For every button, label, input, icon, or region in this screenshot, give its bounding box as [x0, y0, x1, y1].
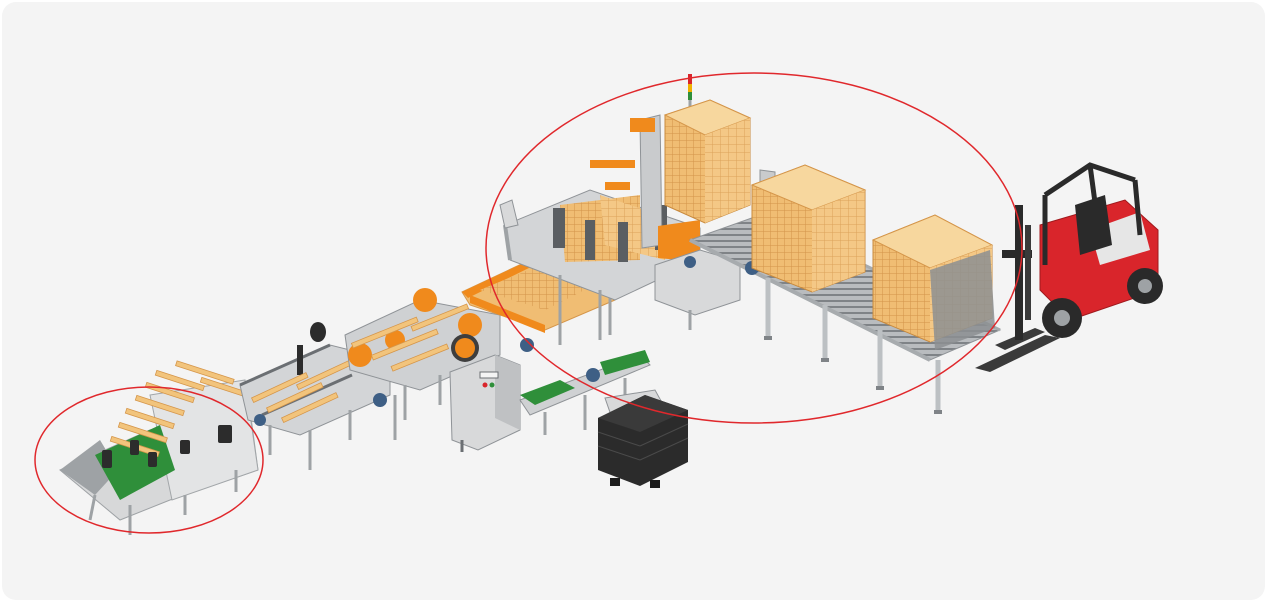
- highlight-stacking-output-area: [485, 72, 1023, 424]
- highlight-infeed-area: [34, 386, 264, 534]
- stack-2: [750, 164, 867, 293]
- stack-1: [663, 99, 752, 224]
- stack-3: [871, 214, 995, 350]
- forklift: [975, 162, 1163, 372]
- control-cabinet: [449, 354, 521, 452]
- signal-light-amber-icon: [688, 84, 692, 92]
- infeed-belt: [95, 425, 175, 500]
- signal-light-green-icon: [688, 92, 692, 100]
- waste-bin: [597, 395, 689, 488]
- infeed-hopper: [59, 360, 259, 535]
- signal-light-red-icon: [688, 74, 692, 84]
- saw-blade-icon: [348, 343, 372, 367]
- operator-knob-icon: [310, 322, 326, 342]
